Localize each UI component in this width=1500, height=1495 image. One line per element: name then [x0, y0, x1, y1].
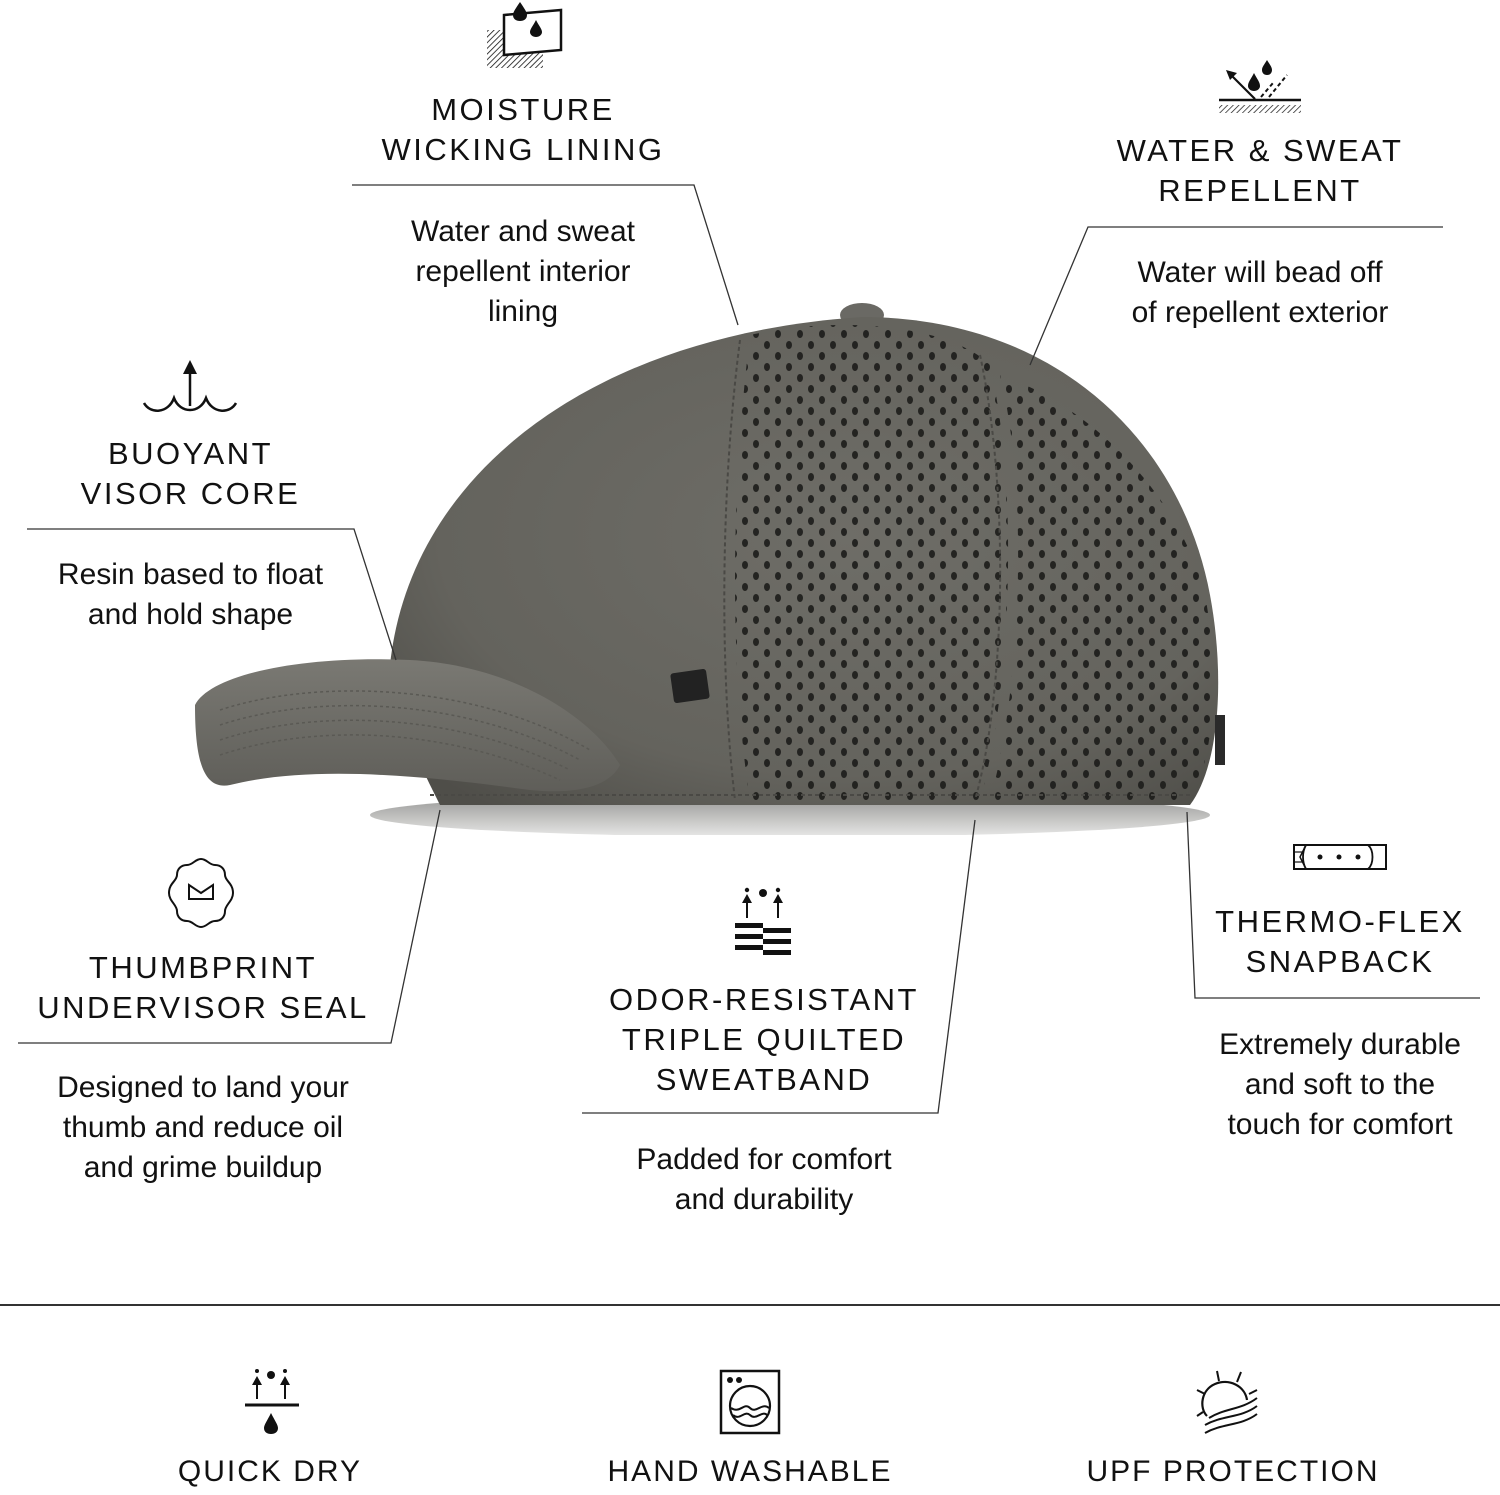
- buoyant-description: Resin based to float and hold shape: [57, 558, 324, 631]
- odor-resistant-sweatband-icon: [733, 886, 793, 958]
- moisture-title: MOISTURE WICKING LINING: [381, 92, 665, 167]
- hand-washable-icon: [718, 1368, 782, 1436]
- water-repellent-description: Water will bead off of repellent exterio…: [1131, 256, 1389, 329]
- cap-image: [190, 295, 1250, 837]
- buoyant-wave-icon: [140, 358, 240, 418]
- snapback-strap-icon: [1292, 842, 1388, 872]
- upf-protection-label: UPF PROTECTION: [1086, 1455, 1380, 1488]
- snapback-title: THERMO-FLEX SNAPBACK: [1215, 904, 1465, 979]
- thumbprint-title: THUMBPRINT UNDERVISOR SEAL: [37, 950, 369, 1025]
- snapback-description: Extremely durable and soft to the touch …: [1219, 1028, 1461, 1141]
- moisture-wicking-icon: [484, 0, 566, 75]
- moisture-description: Water and sweat repellent interior linin…: [411, 215, 635, 328]
- thumbprint-seal-icon: [163, 855, 239, 931]
- water-repellent-title: WATER & SWEAT REPELLENT: [1116, 133, 1404, 208]
- upf-sun-icon: [1195, 1368, 1261, 1436]
- thumbprint-description: Designed to land your thumb and reduce o…: [57, 1071, 349, 1184]
- quick-dry-label: QUICK DRY: [177, 1455, 363, 1488]
- buoyant-title: BUOYANT VISOR CORE: [80, 436, 301, 511]
- hand-washable-label: HAND WASHABLE: [607, 1455, 893, 1488]
- sweatband-title: ODOR-RESISTANT TRIPLE QUILTED SWEATBAND: [609, 982, 919, 1097]
- sweatband-description: Padded for comfort and durability: [636, 1143, 892, 1216]
- water-repellent-icon: [1215, 55, 1305, 115]
- quick-dry-icon: [243, 1367, 303, 1437]
